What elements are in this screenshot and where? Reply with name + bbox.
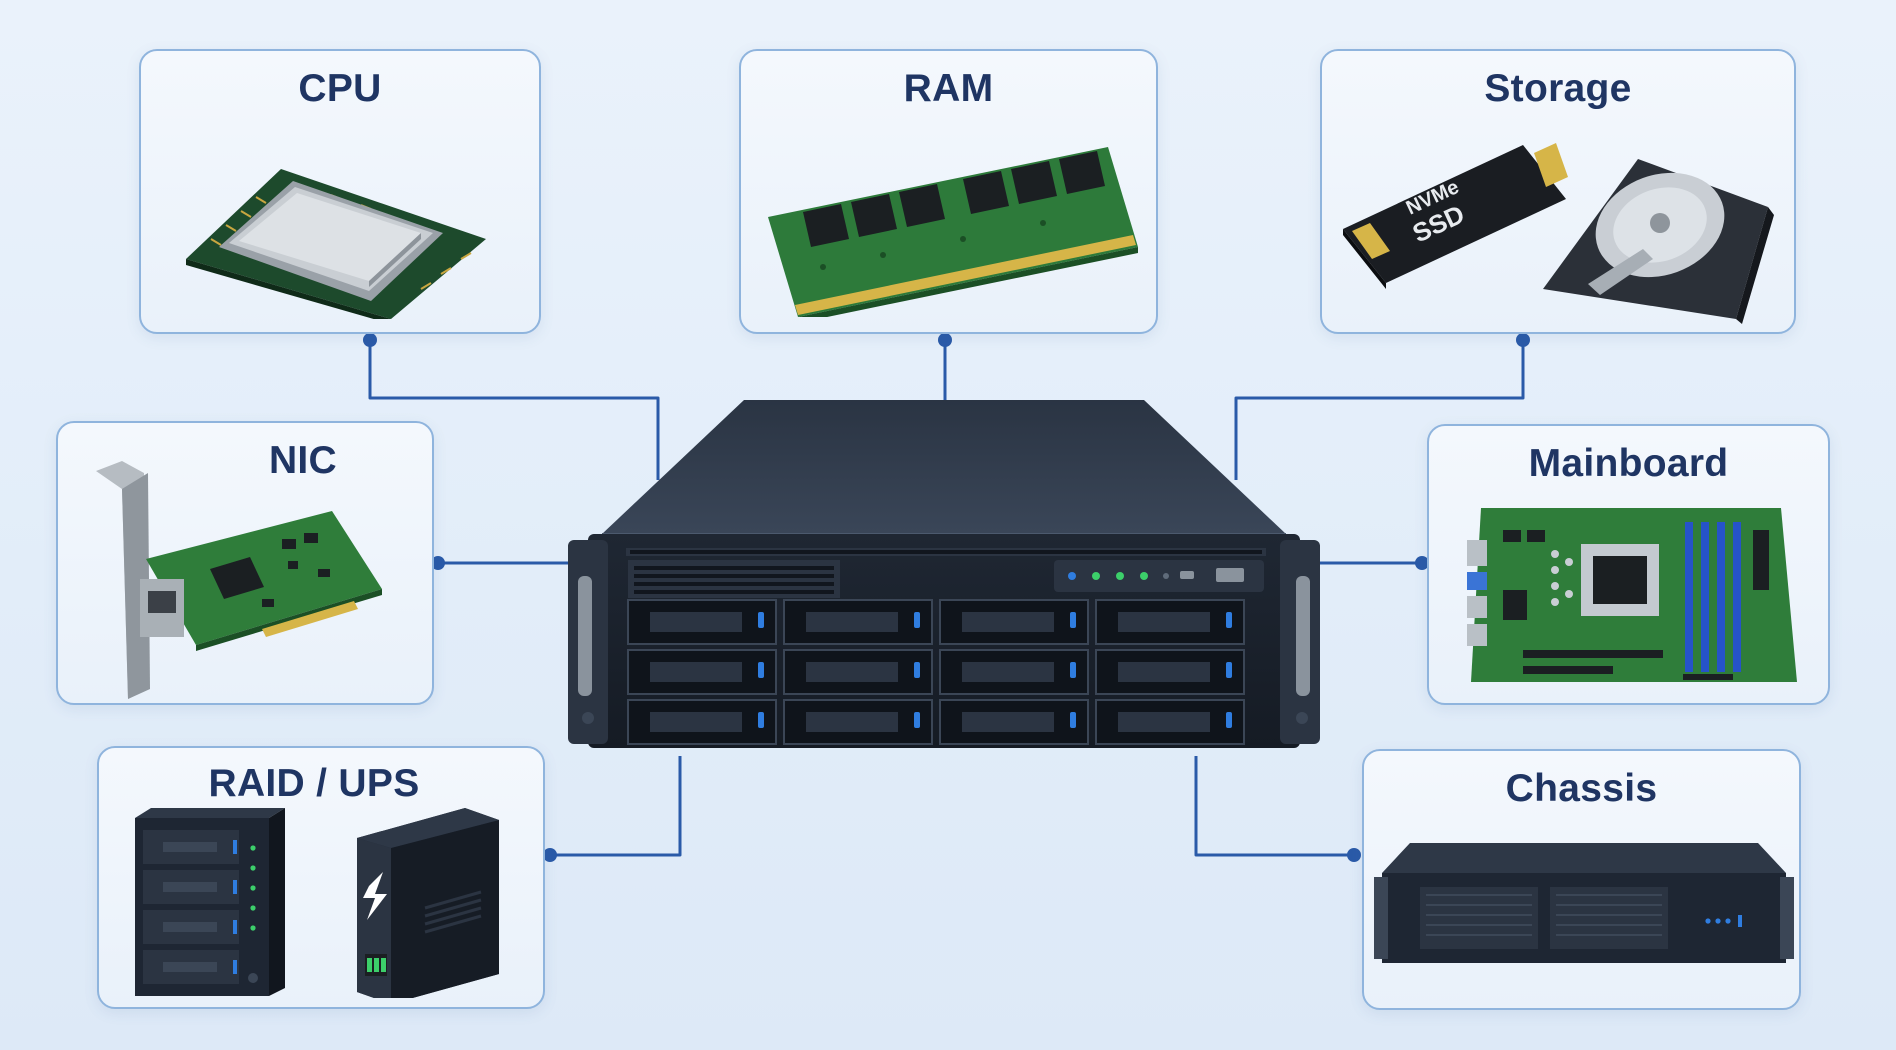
ram-panel: RAM: [739, 49, 1158, 334]
storage-label: Storage: [1484, 67, 1632, 110]
nic-panel: NIC: [56, 421, 434, 705]
connector-raid-ups: [550, 756, 682, 857]
raid-ups-panel: RAID / UPS: [97, 746, 545, 1009]
connector-dot-ram: [938, 333, 952, 347]
motherboard-icon: [1463, 500, 1803, 690]
chassis-panel: Chassis: [1362, 749, 1801, 1010]
storage-panel: Storage NVMe SSD: [1320, 49, 1796, 334]
mainboard-label: Mainboard: [1528, 442, 1729, 485]
connector-dot-cpu: [363, 333, 377, 347]
ram-module-icon: [763, 117, 1143, 317]
cpu-chip-icon: [181, 119, 491, 319]
mainboard-panel: Mainboard: [1427, 424, 1830, 705]
network-card-icon: [92, 459, 412, 699]
ram-label: RAM: [903, 67, 994, 110]
rack-server-icon: [566, 400, 1322, 762]
raid-ups-label: RAID / UPS: [208, 762, 420, 805]
chassis-label: Chassis: [1505, 767, 1658, 810]
rack-chassis-icon: [1374, 833, 1794, 973]
connector-dot-storage: [1516, 333, 1530, 347]
connector-dot-chassis: [1347, 848, 1361, 862]
cpu-panel: CPU: [139, 49, 541, 334]
connector-chassis: [1194, 756, 1354, 857]
nvme-ssd-and-hdd-icon: NVMe SSD: [1338, 119, 1783, 324]
nic-label: NIC: [268, 439, 338, 482]
cpu-label: CPU: [298, 67, 382, 110]
raid-enclosure-and-ups-icon: [135, 808, 515, 998]
connector-dot-raid-ups: [543, 848, 557, 862]
